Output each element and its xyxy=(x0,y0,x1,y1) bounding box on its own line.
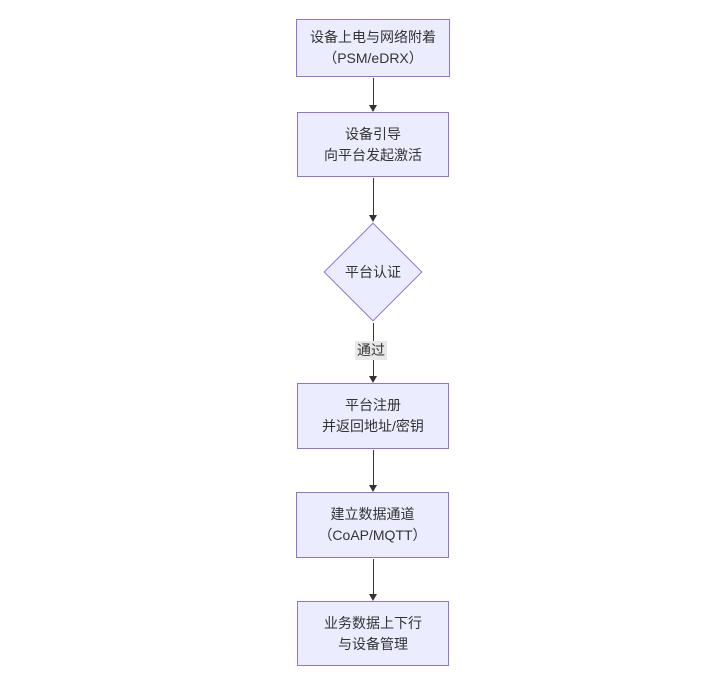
arrowhead-icon xyxy=(368,594,377,601)
arrow-register-to-channel xyxy=(368,450,378,492)
node-text-line: 设备上电与网络附着 xyxy=(310,29,436,45)
node-text-line: 设备引导 xyxy=(345,125,401,142)
edge-label-pass: 通过 xyxy=(355,341,387,360)
arrowhead-icon xyxy=(368,376,377,383)
arrow-shaft xyxy=(372,178,374,216)
arrow-bootstrap-to-auth xyxy=(368,178,378,222)
arrow-channel-to-business xyxy=(368,559,378,601)
node-text-line: 与设备管理 xyxy=(338,635,408,652)
arrow-power-to-bootstrap xyxy=(368,78,378,112)
node-text-line: （PSM/eDRX） xyxy=(323,50,423,66)
arrowhead-icon xyxy=(368,105,377,112)
node-device-bootstrap: 设备引导 向平台发起激活 xyxy=(297,112,449,177)
node-text-line: 并返回地址/密钥 xyxy=(322,418,424,434)
node-data-channel: 建立数据通道 （CoAP/MQTT） xyxy=(296,492,449,558)
node-text-line: 业务数据上下行 xyxy=(324,614,422,631)
arrowhead-icon xyxy=(368,215,377,222)
arrow-shaft xyxy=(372,78,374,106)
node-text-line: （CoAP/MQTT） xyxy=(318,527,427,543)
arrow-shaft xyxy=(372,559,374,595)
node-platform-register: 平台注册 并返回地址/密钥 xyxy=(297,383,449,449)
node-text-line: 建立数据通道 xyxy=(330,506,415,522)
arrow-shaft xyxy=(372,450,374,486)
node-device-power-attach: 设备上电与网络附着 （PSM/eDRX） xyxy=(296,19,450,77)
arrowhead-icon xyxy=(368,485,377,492)
decision-platform-auth-label: 平台认证 xyxy=(345,264,401,280)
node-text-line: 向平台发起激活 xyxy=(324,146,422,163)
node-text-line: 平台注册 xyxy=(345,397,401,413)
node-business-data: 业务数据上下行 与设备管理 xyxy=(297,601,449,666)
